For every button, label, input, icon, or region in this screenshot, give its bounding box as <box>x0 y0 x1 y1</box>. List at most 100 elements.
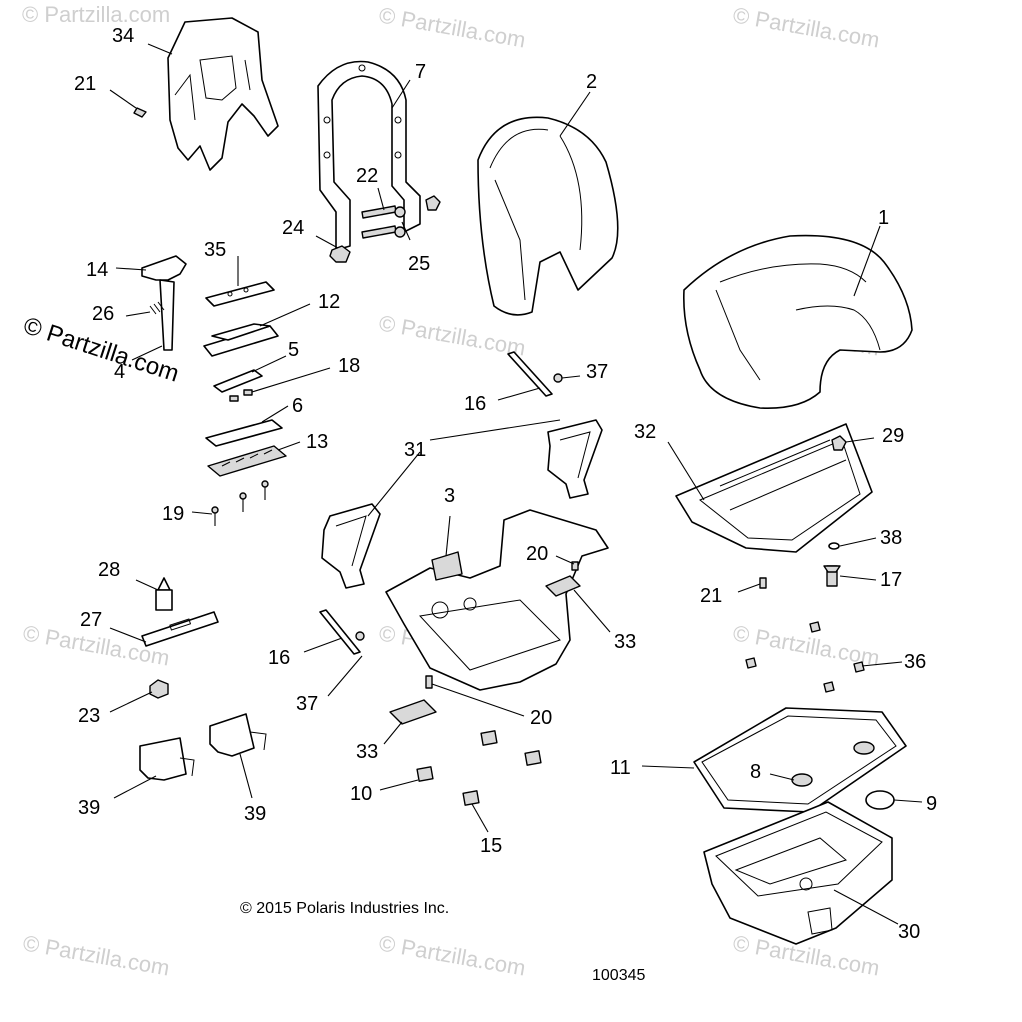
callout-32: 32 <box>634 421 656 443</box>
part-27-striker-plate <box>141 611 219 647</box>
callout-2: 2 <box>586 71 597 93</box>
part-20-screw-lower <box>425 675 433 689</box>
callout-34: 34 <box>112 25 134 47</box>
callout-15: 15 <box>480 835 502 857</box>
part-9-plug <box>865 790 895 810</box>
callout-23: 23 <box>78 705 100 727</box>
callout-8: 8 <box>750 761 761 783</box>
part-10-clip-b <box>480 730 498 746</box>
callout-16: 16 <box>268 647 290 669</box>
part-31-hinge-left <box>321 503 381 589</box>
part-3-seat-frame <box>385 509 609 691</box>
watermark-text: © Partzilla.com <box>22 2 170 27</box>
callout-22: 22 <box>356 165 378 187</box>
part-21-screw <box>133 107 147 118</box>
callout-35: 35 <box>204 239 226 261</box>
callout-20: 20 <box>530 707 552 729</box>
part-18-springs <box>229 389 253 402</box>
part-38-washer <box>828 542 840 550</box>
watermark-text: © Partzilla.com <box>21 930 171 980</box>
part-39-clip-left <box>139 737 195 781</box>
callout-26: 26 <box>92 303 114 325</box>
callout-6: 6 <box>292 395 303 417</box>
part-17-fastener <box>823 565 841 587</box>
part-12-bracket <box>203 323 279 357</box>
callout-14: 14 <box>86 259 108 281</box>
part-37-clip-lower <box>355 631 365 641</box>
callout-28: 28 <box>98 559 120 581</box>
part-34-headrest-cover <box>167 17 279 171</box>
part-32-seat-pan <box>675 423 873 553</box>
callout-29: 29 <box>882 425 904 447</box>
callout-33: 33 <box>356 741 378 763</box>
callout-27: 27 <box>80 609 102 631</box>
copyright-text: © 2015 Polaris Industries Inc. <box>240 900 449 917</box>
callout-25: 25 <box>408 253 430 275</box>
callout-18: 18 <box>338 355 360 377</box>
callout-21: 21 <box>74 73 96 95</box>
watermark-text: © Partzilla.com <box>377 310 527 360</box>
part-5-latch <box>213 369 263 393</box>
part-37-clip-upper <box>553 373 563 383</box>
part-15-clip <box>462 790 480 806</box>
part-7-headrest-frame <box>317 60 421 251</box>
part-30-storage-tub <box>703 801 893 945</box>
part-25-nut <box>425 195 441 211</box>
callout-33: 33 <box>614 631 636 653</box>
part-13-grip <box>207 445 287 477</box>
part-16-rod-lower <box>319 609 361 655</box>
callout-4: 4 <box>114 361 125 383</box>
callout-5: 5 <box>288 339 299 361</box>
callout-37: 37 <box>296 693 318 715</box>
part-16-rod-upper <box>507 351 553 397</box>
part-35-plate <box>205 281 275 307</box>
part-19-screws <box>211 480 269 526</box>
callout-31: 31 <box>404 439 426 461</box>
part-10-clip <box>416 766 434 782</box>
callout-9: 9 <box>926 793 937 815</box>
part-29-nut <box>831 435 847 451</box>
part-39-clip-right <box>209 713 267 757</box>
part-23-nut <box>149 679 169 699</box>
watermark-text: © Partzilla.com <box>377 930 527 980</box>
callout-13: 13 <box>306 431 328 453</box>
callout-7: 7 <box>415 61 426 83</box>
callout-10: 10 <box>350 783 372 805</box>
part-36-screws <box>745 621 865 693</box>
part-1-seat-cushion <box>683 234 913 409</box>
callout-17: 17 <box>880 569 902 591</box>
part-6-plate <box>205 419 283 447</box>
callout-labels: 34 21 7 2 22 24 25 1 14 35 26 12 4 5 18 … <box>74 25 937 943</box>
part-33-pad-upper <box>545 575 581 597</box>
diagram-number: 100345 <box>592 967 645 984</box>
part-33-pad-lower <box>389 699 437 725</box>
callout-11: 11 <box>610 757 631 779</box>
part-21-screw-right <box>759 577 767 589</box>
callout-16: 16 <box>464 393 486 415</box>
part-31-hinge-right <box>547 419 603 499</box>
part-24-nut <box>329 245 351 263</box>
callout-37: 37 <box>586 361 608 383</box>
part-22-bolts <box>361 205 406 239</box>
callout-20: 20 <box>526 543 548 565</box>
part-2-backrest-cushion <box>477 116 619 316</box>
watermark-text: © Partzilla.com <box>731 2 881 52</box>
part-10-clip-c <box>524 750 542 766</box>
callout-38: 38 <box>880 527 902 549</box>
callout-39: 39 <box>244 803 266 825</box>
callout-12: 12 <box>318 291 340 313</box>
callout-21: 21 <box>700 585 722 607</box>
callout-36: 36 <box>904 651 926 673</box>
callout-1: 1 <box>878 207 889 229</box>
part-26-spring <box>149 301 165 315</box>
callout-39: 39 <box>78 797 100 819</box>
part-14-latch-handle <box>141 255 187 351</box>
watermark-text: © Partzilla.com <box>377 2 527 52</box>
callout-30: 30 <box>898 921 920 943</box>
part-28-pin <box>155 577 173 611</box>
callout-19: 19 <box>162 503 184 525</box>
part-11-gasket <box>693 707 907 813</box>
callout-24: 24 <box>282 217 304 239</box>
leader-lines <box>109 43 923 925</box>
